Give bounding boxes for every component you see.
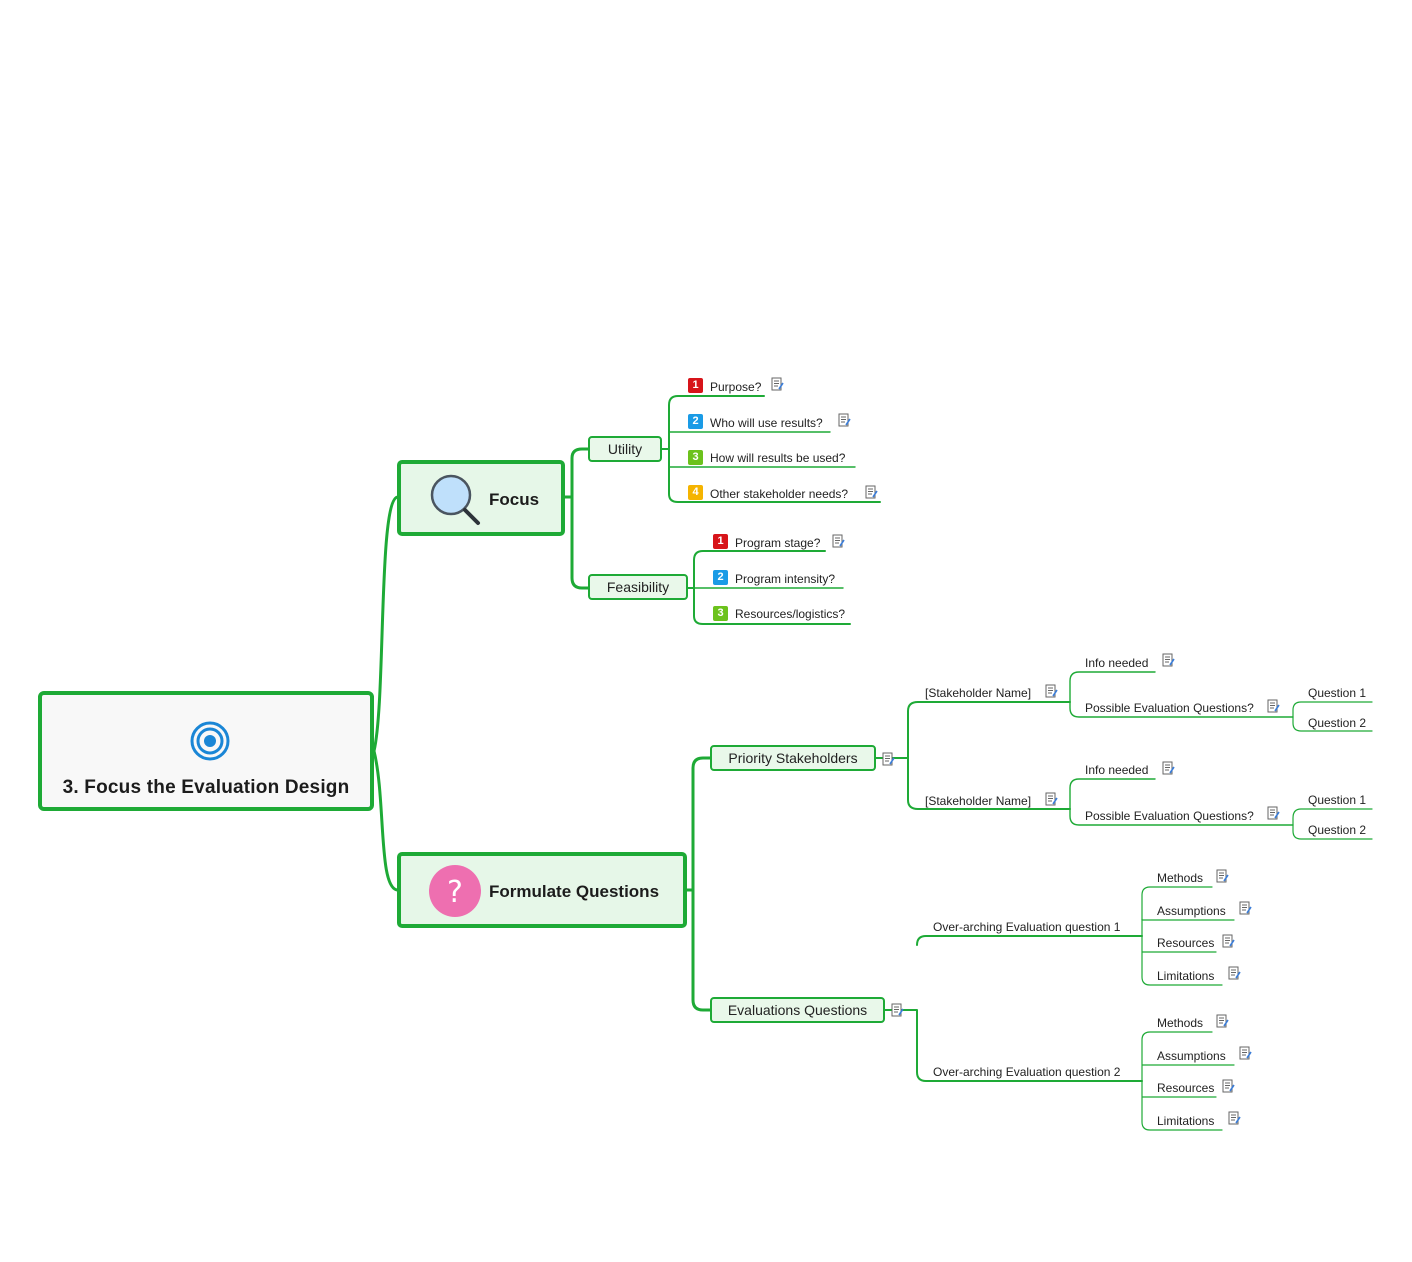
evaluations-questions-topic[interactable]: Evaluations Questions bbox=[710, 997, 885, 1023]
note-icon[interactable] bbox=[1045, 792, 1058, 806]
priority-stakeholders-topic[interactable]: Priority Stakeholders bbox=[710, 745, 876, 771]
question-icon: ? bbox=[429, 865, 481, 917]
note-icon[interactable] bbox=[1228, 966, 1241, 980]
possible-evaluation-questions[interactable]: Possible Evaluation Questions? bbox=[1085, 701, 1254, 715]
feasibility-item-stage[interactable]: Program stage? bbox=[735, 536, 821, 550]
note-icon[interactable] bbox=[882, 752, 895, 766]
question-item[interactable]: Question 2 bbox=[1308, 823, 1367, 837]
note-icon[interactable] bbox=[1222, 934, 1235, 948]
limitations-item[interactable]: Limitations bbox=[1157, 969, 1215, 983]
note-icon[interactable] bbox=[1267, 806, 1280, 820]
note-icon[interactable] bbox=[1228, 1111, 1241, 1125]
utility-item-other[interactable]: Other stakeholder needs? bbox=[710, 487, 849, 501]
assumptions-item[interactable]: Assumptions bbox=[1157, 904, 1226, 918]
limitations-item[interactable]: Limitations bbox=[1157, 1114, 1215, 1128]
note-icon[interactable] bbox=[1239, 1046, 1252, 1060]
root-topic[interactable]: 3. Focus the Evaluation Design bbox=[38, 691, 374, 811]
focus-title: Focus bbox=[489, 490, 540, 509]
overarching-question[interactable]: Over-arching Evaluation question 1 bbox=[933, 920, 1121, 934]
utility-item-who[interactable]: Who will use results? bbox=[710, 416, 823, 430]
info-needed[interactable]: Info needed bbox=[1085, 656, 1149, 670]
note-icon[interactable] bbox=[1162, 653, 1175, 667]
note-icon[interactable] bbox=[1216, 1014, 1229, 1028]
priority-1-icon: 1 bbox=[688, 378, 703, 393]
formulate-topic[interactable]: ? Formulate Questions bbox=[397, 852, 687, 928]
focus-topic[interactable]: Focus bbox=[397, 460, 565, 536]
note-icon[interactable] bbox=[838, 413, 851, 427]
note-icon[interactable] bbox=[891, 1003, 904, 1017]
note-icon[interactable] bbox=[1267, 699, 1280, 713]
formulate-title: Formulate Questions bbox=[489, 882, 660, 901]
magnifier-icon bbox=[430, 474, 480, 525]
note-icon[interactable] bbox=[1216, 869, 1229, 883]
question-item[interactable]: Question 1 bbox=[1308, 793, 1367, 807]
note-icon[interactable] bbox=[1045, 684, 1058, 698]
note-icon[interactable] bbox=[832, 534, 845, 548]
utility-item-purpose[interactable]: Purpose? bbox=[710, 380, 762, 394]
info-needed[interactable]: Info needed bbox=[1085, 763, 1149, 777]
feasibility-topic[interactable]: Feasibility bbox=[588, 574, 688, 600]
feasibility-item-intensity[interactable]: Program intensity? bbox=[735, 572, 836, 586]
target-icon bbox=[190, 721, 230, 761]
question-item[interactable]: Question 2 bbox=[1308, 716, 1367, 730]
note-icon[interactable] bbox=[771, 377, 784, 391]
root-title: 3. Focus the Evaluation Design bbox=[62, 777, 350, 798]
note-icon[interactable] bbox=[1162, 761, 1175, 775]
stakeholder-name[interactable]: [Stakeholder Name] bbox=[925, 794, 1032, 808]
utility-topic[interactable]: Utility bbox=[588, 436, 662, 462]
possible-evaluation-questions[interactable]: Possible Evaluation Questions? bbox=[1085, 809, 1254, 823]
question-item[interactable]: Question 1 bbox=[1308, 686, 1367, 700]
stakeholder-name[interactable]: [Stakeholder Name] bbox=[925, 686, 1032, 700]
note-icon[interactable] bbox=[1239, 901, 1252, 915]
svg-text:?: ? bbox=[447, 875, 463, 910]
methods-item[interactable]: Methods bbox=[1157, 871, 1204, 885]
resources-item[interactable]: Resources bbox=[1157, 1081, 1215, 1095]
priority-2-icon: 2 bbox=[713, 570, 728, 585]
overarching-question[interactable]: Over-arching Evaluation question 2 bbox=[933, 1065, 1121, 1079]
priority-2-icon: 2 bbox=[688, 414, 703, 429]
feasibility-item-resources[interactable]: Resources/logistics? bbox=[735, 607, 846, 621]
note-icon[interactable] bbox=[865, 485, 878, 499]
priority-3-icon: 3 bbox=[713, 606, 728, 621]
assumptions-item[interactable]: Assumptions bbox=[1157, 1049, 1226, 1063]
note-icon[interactable] bbox=[1222, 1079, 1235, 1093]
utility-item-how[interactable]: How will results be used? bbox=[710, 451, 846, 465]
priority-1-icon: 1 bbox=[713, 534, 728, 549]
methods-item[interactable]: Methods bbox=[1157, 1016, 1204, 1030]
priority-4-icon: 4 bbox=[688, 485, 703, 500]
priority-3-icon: 3 bbox=[688, 450, 703, 465]
resources-item[interactable]: Resources bbox=[1157, 936, 1215, 950]
